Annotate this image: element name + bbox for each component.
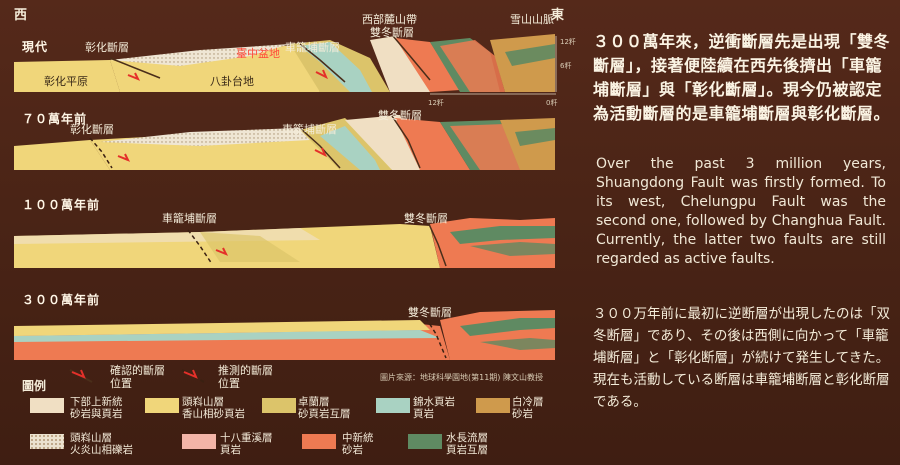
legend-swatch-chinshui xyxy=(376,398,410,413)
description-english: Over the past 3 million years, Shuangdon… xyxy=(596,156,886,267)
legend-text-7b: 頁岩 xyxy=(220,444,241,456)
legend-text-5b: 砂岩 xyxy=(512,408,533,420)
legend-swatch-toukoshan-huoyenshan xyxy=(30,434,64,449)
section-3m xyxy=(14,310,555,360)
legend-text-3a: 卓蘭層 xyxy=(298,396,330,408)
legend-text-6a: 頭嵙山層 xyxy=(70,432,112,444)
legend-swatch-shuichangliu xyxy=(408,434,442,449)
legend-confirmed-fault-2: 位置 xyxy=(110,377,132,390)
legend-swatch-shihpachunghsi xyxy=(182,434,216,449)
description-japanese: ３００万年前に最初に逆断層が出現したのは「双冬断層」であり、その後は西側に向かっ… xyxy=(593,306,890,410)
era-3m: ３００萬年前 xyxy=(22,293,101,307)
label-shuangdong-fault-1m: 雙冬斷層 xyxy=(404,212,448,225)
legend-text-1a: 下部上新統 xyxy=(70,396,123,408)
legend-text-4b: 頁岩 xyxy=(413,408,434,420)
legend-text-9b: 頁岩互層 xyxy=(446,444,488,456)
legend-text-3b: 砂頁岩互層 xyxy=(298,408,351,420)
label-western-foothills: 西部麓山帶 xyxy=(362,13,417,26)
west-label: 西 xyxy=(14,8,28,23)
legend-text-4a: 錦水頁岩 xyxy=(413,396,455,408)
label-bagua-plateau: 八卦台地 xyxy=(210,75,254,88)
section-present xyxy=(14,34,557,95)
label-shuangdong-fault-700k: 雙冬斷層 xyxy=(378,109,422,122)
label-chelungpu-fault: 車籠埔斷層 xyxy=(285,41,340,54)
legend-text-1b: 砂岩與頁岩 xyxy=(70,408,123,420)
legend-swatch-miocene xyxy=(302,434,336,449)
scale-top: 12粁 xyxy=(560,38,576,46)
scale-mid: 6粁 xyxy=(560,62,572,70)
label-changhua-fault-700k: 彰化斷層 xyxy=(70,123,114,136)
era-present: 現代 xyxy=(22,40,49,54)
label-changhua-plain: 彰化平原 xyxy=(44,75,88,88)
legend-text-2a: 頭嵙山層 xyxy=(182,396,224,408)
legend-swatch-paileng xyxy=(476,398,510,413)
label-shuangdong-fault-3m: 雙冬斷層 xyxy=(408,306,452,319)
legend-swatch-lower-pliocene xyxy=(30,398,64,413)
description-chinese: ３００萬年來，逆衝斷層先是出現「雙冬斷層」，接著便陸續在西先後擠出「車籠埔斷層」… xyxy=(593,32,891,123)
scale-right: 0粁 xyxy=(546,99,558,107)
legend-text-8a: 中新統 xyxy=(342,432,374,444)
legend-text-5a: 白冷層 xyxy=(512,396,544,408)
era-700k: ７０萬年前 xyxy=(22,112,88,126)
legend-confirmed-fault-1: 確認的斷層 xyxy=(110,364,165,377)
label-chelungpu-fault-1m: 車籠埔斷層 xyxy=(162,212,217,225)
legend-text-9a: 水長流層 xyxy=(446,432,488,444)
label-taichung-basin: 臺中盆地 xyxy=(236,47,280,60)
era-1m: １００萬年前 xyxy=(22,198,101,212)
label-xueshan-range: 雪山山脈 xyxy=(510,13,554,26)
section-700k xyxy=(14,115,555,170)
label-shuangdong-fault: 雙冬斷層 xyxy=(370,26,414,39)
section-1m xyxy=(14,218,555,268)
legend-text-7a: 十八重溪層 xyxy=(220,432,273,444)
legend-swatch-cholan xyxy=(262,398,296,413)
legend-inferred-fault-2: 位置 xyxy=(218,377,240,390)
legend-title: 圖例 xyxy=(22,379,47,393)
scale-left: 12粁 xyxy=(428,99,444,107)
legend-inferred-fault-1: 推測的斷層 xyxy=(218,364,273,377)
legend-text-6b: 火炎山相礫岩 xyxy=(70,444,133,456)
legend-source: 圖片來源：地球科學園地(第11期) 陳文山教授 xyxy=(380,373,543,382)
legend-swatch-toukoshan-hsiangshan xyxy=(145,398,179,413)
east-label: 東 xyxy=(551,8,565,23)
label-changhua-fault: 彰化斷層 xyxy=(85,41,129,54)
legend-text-8b: 砂岩 xyxy=(342,444,363,456)
legend-text-2b: 香山相砂頁岩 xyxy=(182,408,245,420)
label-chelungpu-fault-700k: 車籠埔斷層 xyxy=(282,123,337,136)
legend-fault-lines xyxy=(69,369,205,383)
